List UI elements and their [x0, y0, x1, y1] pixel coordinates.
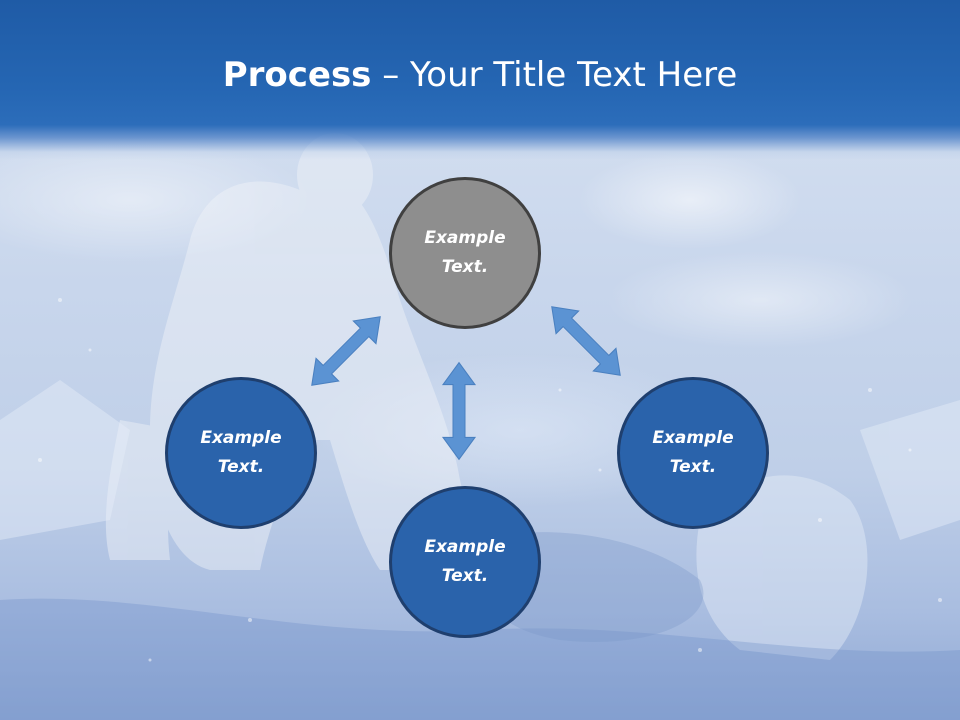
slide-title: Process – Your Title Text Here [0, 52, 960, 98]
step-text-line1: Example [424, 228, 506, 248]
title-bold: Process [222, 55, 372, 95]
double-arrow-icon [539, 294, 633, 388]
step-text-line2: Text. [217, 457, 265, 477]
double-arrow-icon [299, 304, 393, 398]
step-text-line1: Example [424, 537, 506, 557]
step-text-line2: Text. [441, 257, 489, 277]
title-rest: – Your Title Text Here [371, 55, 738, 95]
step-text-line1: Example [652, 428, 734, 448]
double-arrow-icon [442, 362, 476, 460]
step-text-line1: Example [200, 428, 282, 448]
step-text-line2: Text. [669, 457, 717, 477]
title-bar [0, 0, 960, 160]
step-text-line2: Text. [441, 566, 489, 586]
